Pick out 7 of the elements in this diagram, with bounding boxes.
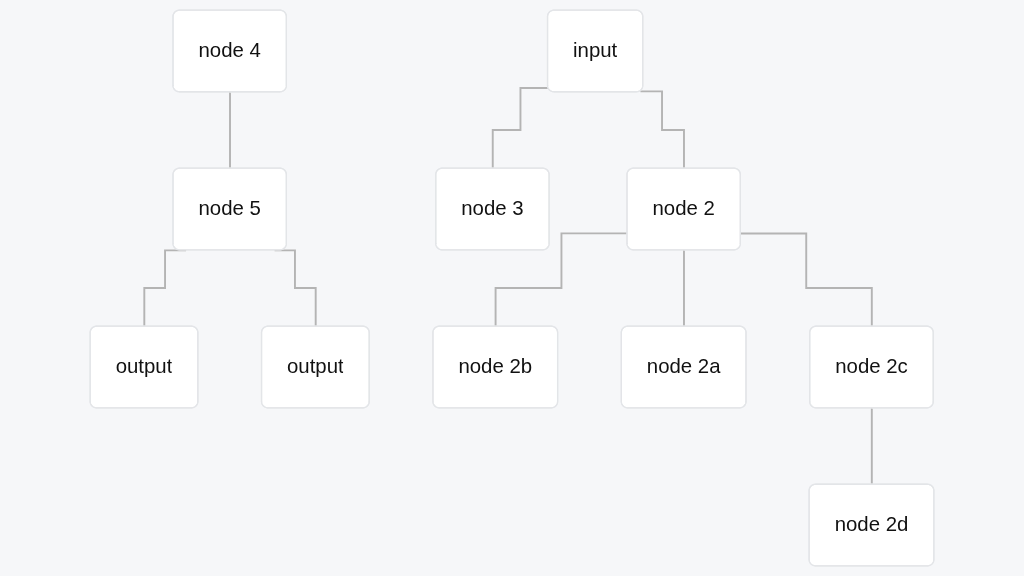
connector	[870, 407, 874, 486]
connector	[143, 249, 188, 328]
connector	[229, 91, 232, 170]
connector	[740, 232, 874, 328]
connector	[683, 249, 686, 328]
connector	[639, 90, 686, 170]
connector	[273, 249, 317, 328]
